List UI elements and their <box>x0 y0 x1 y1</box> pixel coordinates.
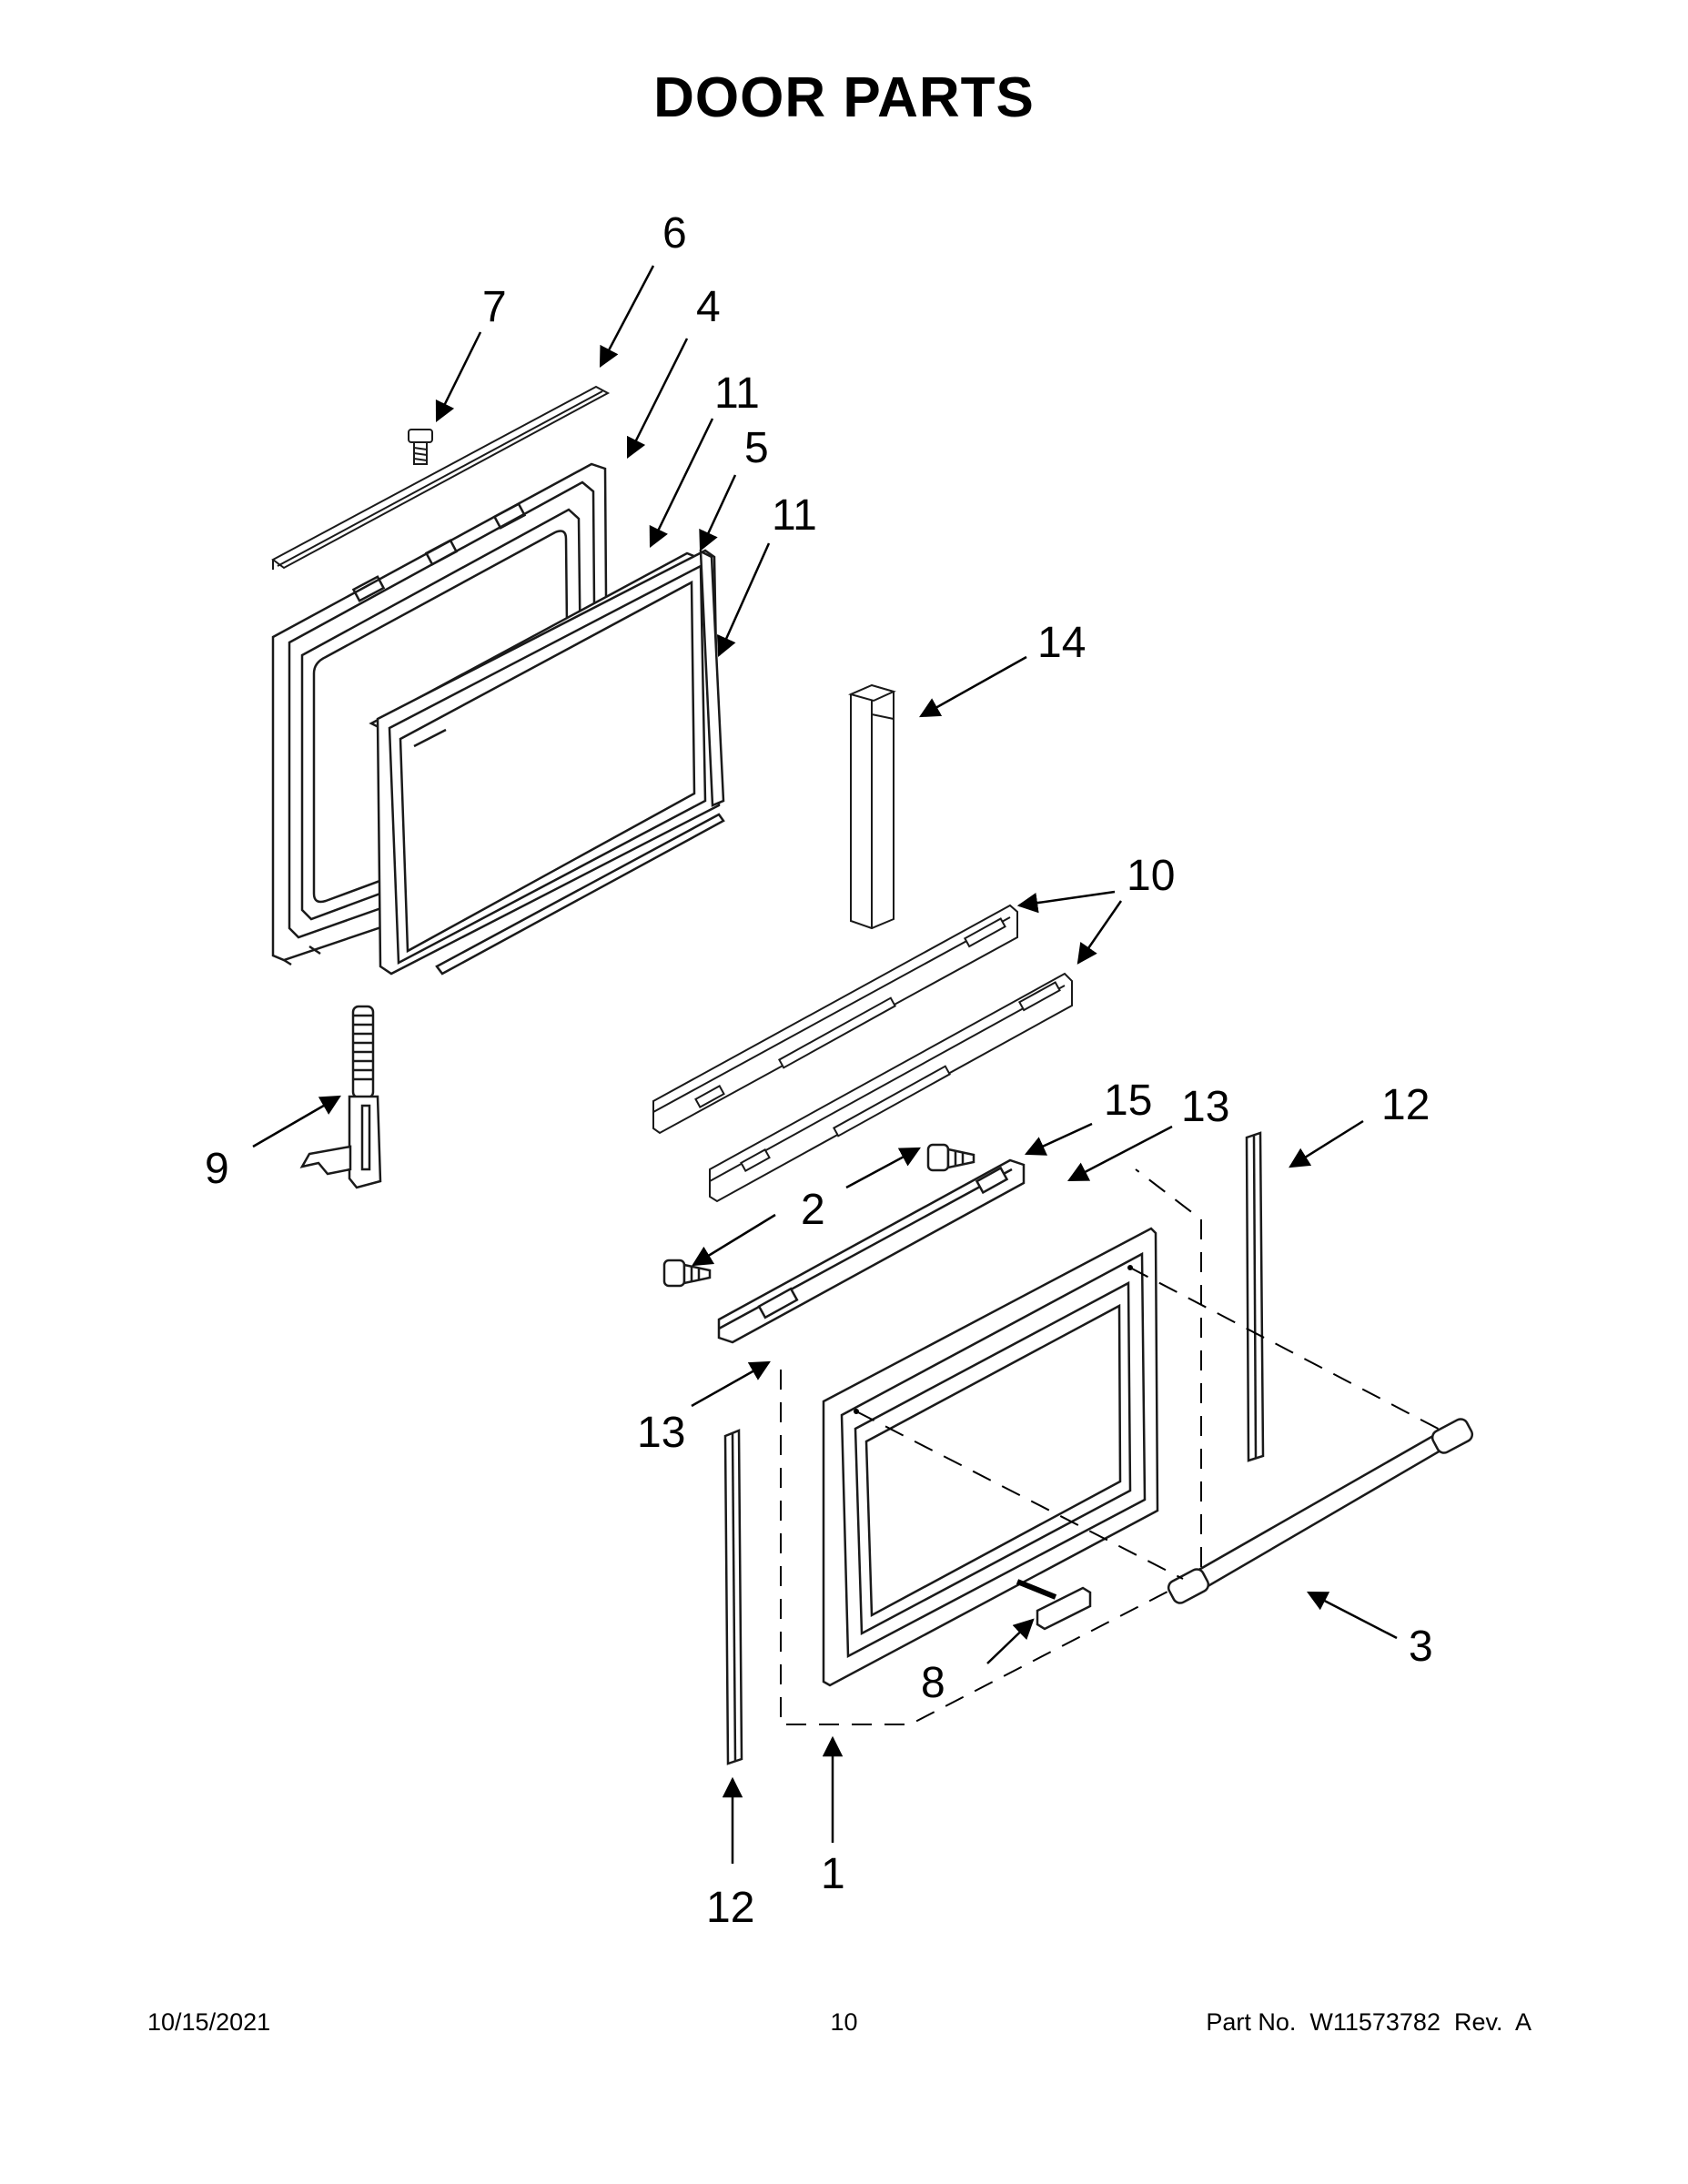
part-13-washer-upper <box>1041 1187 1061 1203</box>
part-6-door-trim <box>271 385 611 570</box>
callout-2: 2 <box>801 1186 825 1234</box>
callout-11-upper: 11 <box>714 369 760 418</box>
callout-10: 10 <box>1127 852 1175 900</box>
callout-13-upper: 13 <box>1181 1083 1229 1131</box>
part-15-bracket <box>717 1158 1026 1344</box>
callout-14: 14 <box>1037 619 1086 667</box>
footer-date: 10/15/2021 <box>147 2008 271 2036</box>
part-11-seal-bottom <box>435 813 725 976</box>
part-12-trim-right <box>1245 1131 1265 1462</box>
part-12-trim-left <box>723 1429 743 1765</box>
alignment-lines <box>855 1267 1448 1580</box>
part-1-outer-door <box>822 1227 1159 1687</box>
footer-page-number: 10 <box>830 2008 858 2036</box>
part-3-handle <box>1167 1418 1474 1604</box>
part-1-boundary <box>780 1168 1202 1725</box>
part-2-screw-lower <box>662 1259 712 1288</box>
callout-7: 7 <box>482 283 507 331</box>
callout-8: 8 <box>921 1659 945 1707</box>
callout-12-upper: 12 <box>1381 1081 1430 1129</box>
callout-4: 4 <box>696 283 721 331</box>
callout-3: 3 <box>1409 1623 1433 1671</box>
callout-9: 9 <box>205 1145 229 1193</box>
part-13-washer-lower <box>774 1346 794 1362</box>
part-10-vent-upper <box>652 904 1018 1135</box>
callout-12-lower: 12 <box>706 1884 754 1932</box>
part-2-screw-upper <box>926 1143 975 1172</box>
callout-5: 5 <box>744 424 769 472</box>
callout-1: 1 <box>821 1850 845 1898</box>
callout-11-lower: 11 <box>772 491 817 540</box>
callout-15: 15 <box>1104 1077 1152 1125</box>
badge-slot <box>1016 1579 1057 1600</box>
part-8-badge <box>1036 1586 1092 1631</box>
part-7-screw <box>408 429 433 465</box>
part-14-spacer <box>848 683 896 930</box>
page-title: DOOR PARTS <box>653 66 1035 129</box>
part-11-seal-right <box>699 549 725 807</box>
callout-13-lower: 13 <box>637 1409 685 1457</box>
footer-part-number: Part No. W11573782 Rev. A <box>1206 2008 1531 2036</box>
callout-6: 6 <box>662 209 687 258</box>
leader-arrows <box>252 265 1398 1864</box>
part-9-hinge <box>299 1005 382 1189</box>
callout-labels: 6 7 4 11 5 11 14 10 9 15 13 12 2 13 8 3 … <box>205 209 1433 1932</box>
part-10-vent-lower <box>709 972 1073 1203</box>
